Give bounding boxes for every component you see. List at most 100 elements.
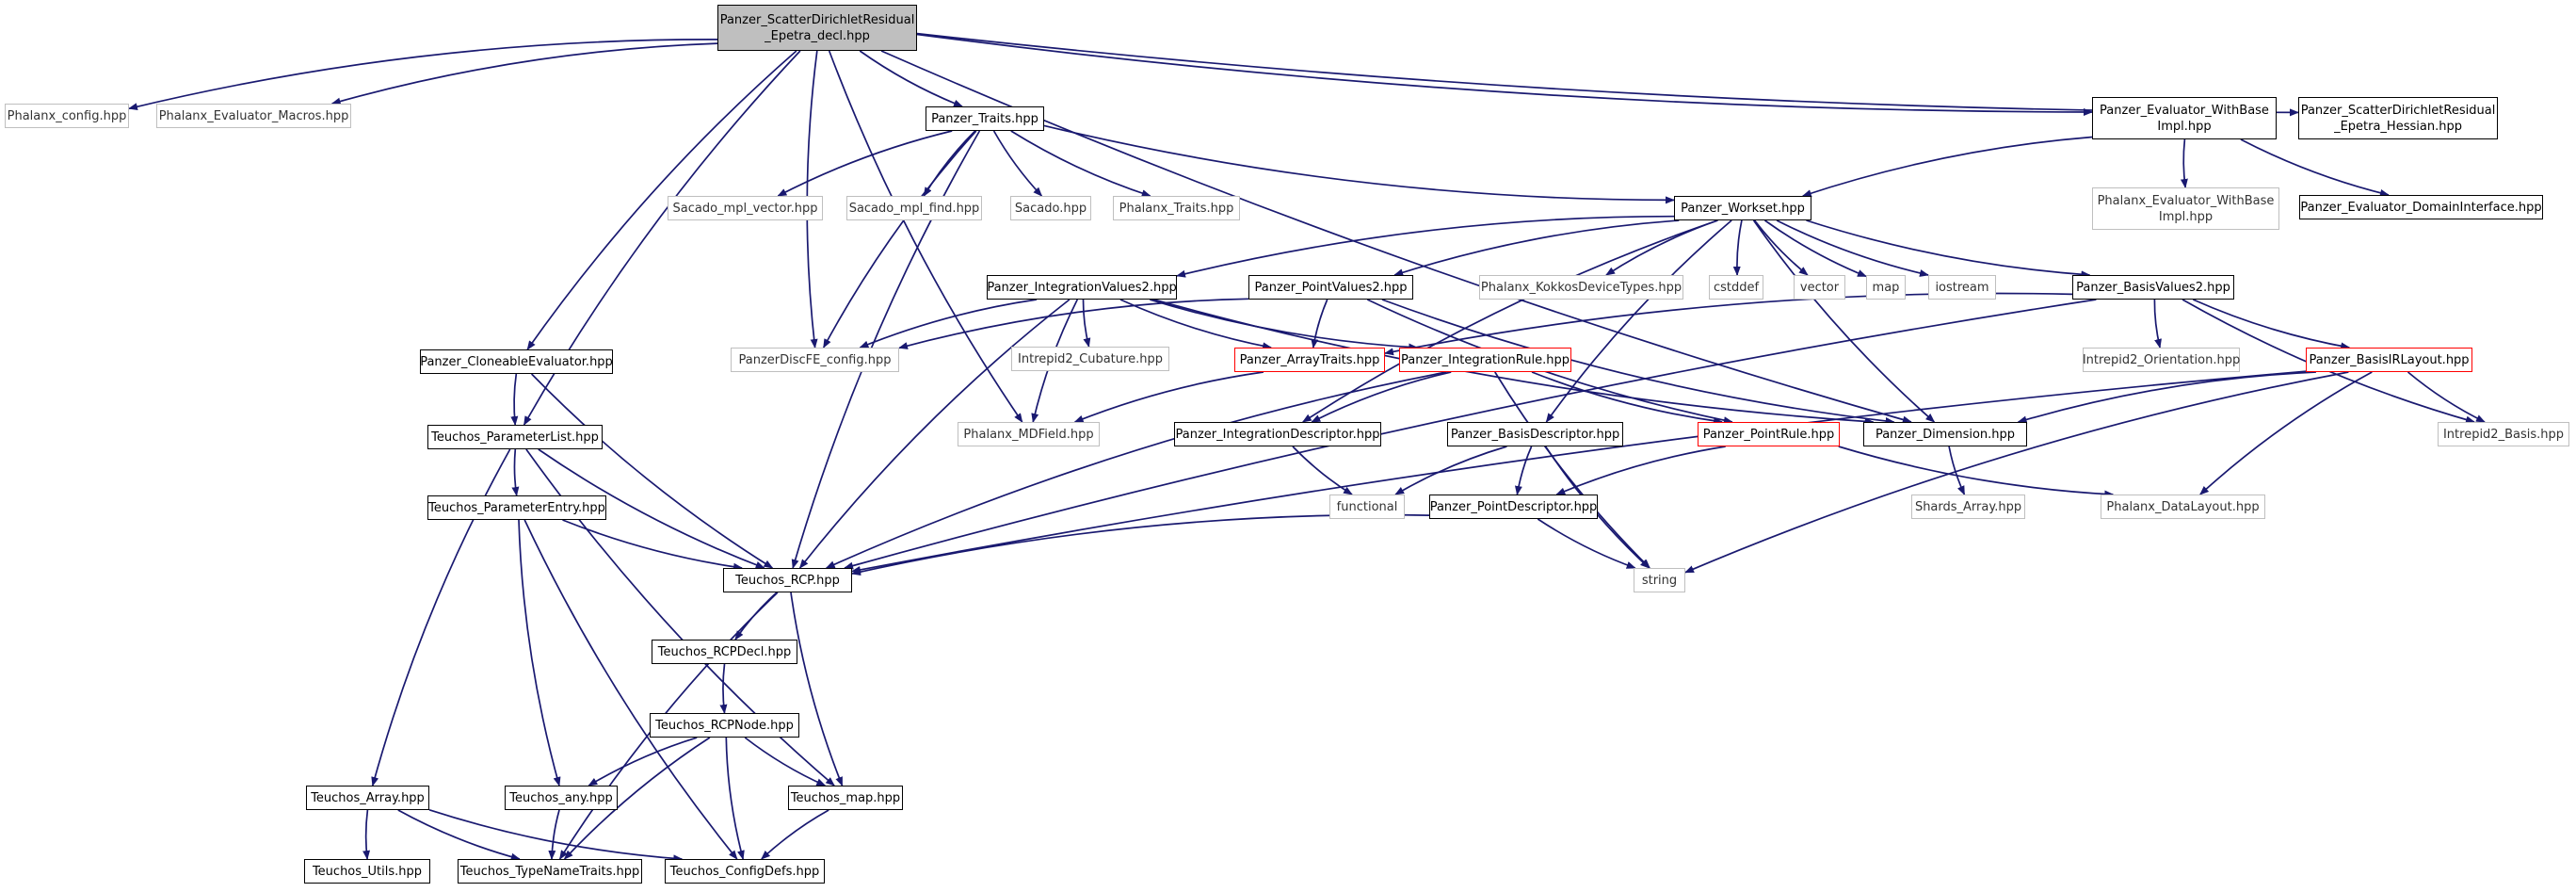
node-sacado-mpl-vector: Sacado_mpl_vector.hpp	[668, 196, 823, 220]
edge-intdesc-to-functional	[1292, 446, 1353, 495]
edge-intrule-to-rcp	[825, 371, 1447, 569]
node-phx-eval-macros: Phalanx_Evaluator_Macros.hpp	[156, 104, 351, 128]
edge-traits-to-workset	[1043, 124, 1675, 204]
node-cstddef: cstddef	[1709, 275, 1763, 300]
node-ptdesc[interactable]: Panzer_PointDescriptor.hpp	[1429, 495, 1598, 519]
node-ptval2[interactable]: Panzer_PointValues2.hpp	[1248, 275, 1413, 300]
edge-basisdesc-to-ptdesc	[1514, 446, 1533, 495]
node-basisdesc[interactable]: Panzer_BasisDescriptor.hpp	[1447, 422, 1623, 446]
edge-intval2-to-rcp	[798, 299, 1071, 569]
edge-rcp-to-tmap	[790, 592, 844, 787]
node-basisval2[interactable]: Panzer_BasisValues2.hpp	[2072, 275, 2234, 300]
node-cloneable[interactable]: Panzer_CloneableEvaluator.hpp	[420, 349, 613, 374]
edge-workset-to-ptval2	[1393, 219, 1680, 277]
edge-paramentry-to-tconfig	[523, 519, 738, 860]
node-rcpdecl[interactable]: Teuchos_RCPDecl.hpp	[652, 640, 797, 664]
node-phx-mdfield: Phalanx_MDField.hpp	[958, 422, 1100, 446]
node-eval-wbi[interactable]: Panzer_Evaluator_WithBase Impl.hpp	[2092, 97, 2277, 139]
edge-ptdesc-to-rcp	[851, 513, 1430, 576]
edge-root-to-phx-eval-macros	[330, 42, 718, 105]
node-pdfe-config: PanzerDiscFE_config.hpp	[731, 348, 899, 372]
node-intrepid-cub: Intrepid2_Cubature.hpp	[1011, 347, 1169, 371]
edge-arraytraits-to-phx-mdfield	[1073, 371, 1264, 423]
node-intval2[interactable]: Panzer_IntegrationValues2.hpp	[987, 275, 1177, 300]
edge-eval-wbi-to-eval-domain	[2240, 138, 2390, 197]
edge-intrule-to-string	[1494, 371, 1650, 569]
node-paramentry[interactable]: Teuchos_ParameterEntry.hpp	[427, 495, 606, 520]
edge-workset-to-intdesc	[1301, 219, 1718, 423]
edge-intrule-to-ptrule	[1531, 371, 1723, 425]
edge-traits-to-rcp	[791, 130, 981, 569]
edge-traits-to-sacado	[992, 130, 1043, 197]
node-string: string	[1634, 568, 1685, 592]
edge-eval-wbi-to-workset	[1801, 136, 2093, 197]
edge-rcpnode-to-ttypename	[563, 737, 711, 860]
node-workset[interactable]: Panzer_Workset.hpp	[1674, 196, 1811, 220]
edge-ptrule-to-ptdesc	[1555, 446, 1726, 495]
edge-intval2-to-arraytraits	[1119, 299, 1273, 350]
node-intdesc[interactable]: Panzer_IntegrationDescriptor.hpp	[1174, 422, 1381, 446]
node-basisirlayout[interactable]: Panzer_BasisIRLayout.hpp	[2306, 348, 2472, 372]
edge-basisval2-to-intrepid-orient	[2153, 299, 2162, 349]
node-sacado: Sacado.hpp	[1010, 196, 1091, 220]
node-tutils[interactable]: Teuchos_Utils.hpp	[304, 859, 430, 884]
edge-ptdesc-to-string	[1537, 518, 1636, 569]
edge-rcpnode-to-tconfig	[725, 737, 745, 860]
edge-root-to-phx-mdfield	[828, 50, 1023, 423]
node-paramlist[interactable]: Teuchos_ParameterList.hpp	[427, 425, 603, 449]
node-eval-domain[interactable]: Panzer_Evaluator_DomainInterface.hpp	[2299, 195, 2543, 219]
edge-cloneable-to-rcp	[530, 373, 774, 569]
node-traits[interactable]: Panzer_Traits.hpp	[926, 106, 1044, 131]
node-tmap[interactable]: Teuchos_map.hpp	[788, 786, 903, 810]
edge-paramlist-to-tarray	[371, 448, 511, 787]
edge-eval-wbi-to-phx-eval-wbi	[2180, 138, 2188, 188]
node-root[interactable]: Panzer_ScatterDirichletResidual _Epetra_…	[717, 5, 917, 51]
node-intrepid-orient: Intrepid2_Orientation.hpp	[2083, 348, 2240, 372]
edge-basisval2-to-basisirlayout	[2192, 299, 2351, 350]
edge-root-to-traits	[859, 50, 963, 107]
edge-paramlist-to-paramentry	[511, 448, 520, 496]
edge-intrule-to-intdesc	[1311, 371, 1452, 423]
node-map: map	[1866, 275, 1906, 300]
edge-workset-to-basisval2	[1806, 219, 2091, 279]
edge-root-to-eval-wbi	[916, 33, 2093, 116]
edge-intval2-to-dimension	[1153, 299, 1875, 426]
edge-traits-to-phx-traits	[1010, 130, 1151, 197]
node-tconfig[interactable]: Teuchos_ConfigDefs.hpp	[665, 859, 825, 884]
edge-root-to-phx-config	[128, 39, 718, 111]
edge-ptval2-to-arraytraits	[1311, 299, 1328, 349]
edge-workset-to-cstddef	[1732, 219, 1743, 276]
node-dimension[interactable]: Panzer_Dimension.hpp	[1863, 422, 2027, 446]
node-tany[interactable]: Teuchos_any.hpp	[505, 786, 618, 810]
node-phx-eval-wbi: Phalanx_Evaluator_WithBase Impl.hpp	[2092, 187, 2279, 230]
node-phx-datalayout: Phalanx_DataLayout.hpp	[2101, 495, 2265, 519]
node-rcp[interactable]: Teuchos_RCP.hpp	[723, 568, 852, 592]
edge-cloneable-to-paramlist	[510, 373, 519, 426]
edge-workset-to-iostream	[1776, 219, 1929, 277]
edge-paramlist-to-rcp	[538, 448, 765, 569]
node-phx-config: Phalanx_config.hpp	[5, 104, 129, 128]
node-scatter-hessian[interactable]: Panzer_ScatterDirichletResidual _Epetra_…	[2298, 97, 2498, 139]
dependency-edges	[128, 32, 2486, 863]
edge-basisdesc-to-functional	[1394, 446, 1507, 495]
node-rcpnode[interactable]: Teuchos_RCPNode.hpp	[650, 713, 799, 738]
node-ttypename[interactable]: Teuchos_TypeNameTraits.hpp	[458, 859, 642, 884]
edge-root-to-scatter-hessian	[916, 32, 2299, 117]
edge-traits-to-pdfe-config	[822, 130, 977, 349]
node-intrule[interactable]: Panzer_IntegrationRule.hpp	[1399, 348, 1571, 372]
edge-workset-to-map	[1764, 219, 1867, 278]
edge-rcpnode-to-tany	[588, 737, 698, 787]
edge-tarray-to-ttypename	[397, 809, 521, 861]
node-arraytraits[interactable]: Panzer_ArrayTraits.hpp	[1234, 348, 1385, 372]
node-phx-kokkos: Phalanx_KokkosDeviceTypes.hpp	[1479, 275, 1683, 300]
edge-basisirlayout-to-rcp	[851, 370, 2307, 574]
node-tarray[interactable]: Teuchos_Array.hpp	[306, 786, 429, 810]
edge-traits-to-sacado-mpl-vector	[777, 130, 953, 197]
edge-workset-to-intval2	[1176, 215, 1675, 278]
node-shards: Shards_Array.hpp	[1911, 495, 2025, 519]
edge-rcpnode-to-tmap	[744, 737, 827, 787]
edge-basisirlayout-to-dimension	[2017, 371, 2316, 424]
edge-workset-to-dimension	[1752, 219, 1936, 423]
node-vector: vector	[1794, 275, 1845, 300]
node-ptrule[interactable]: Panzer_PointRule.hpp	[1698, 422, 1840, 446]
